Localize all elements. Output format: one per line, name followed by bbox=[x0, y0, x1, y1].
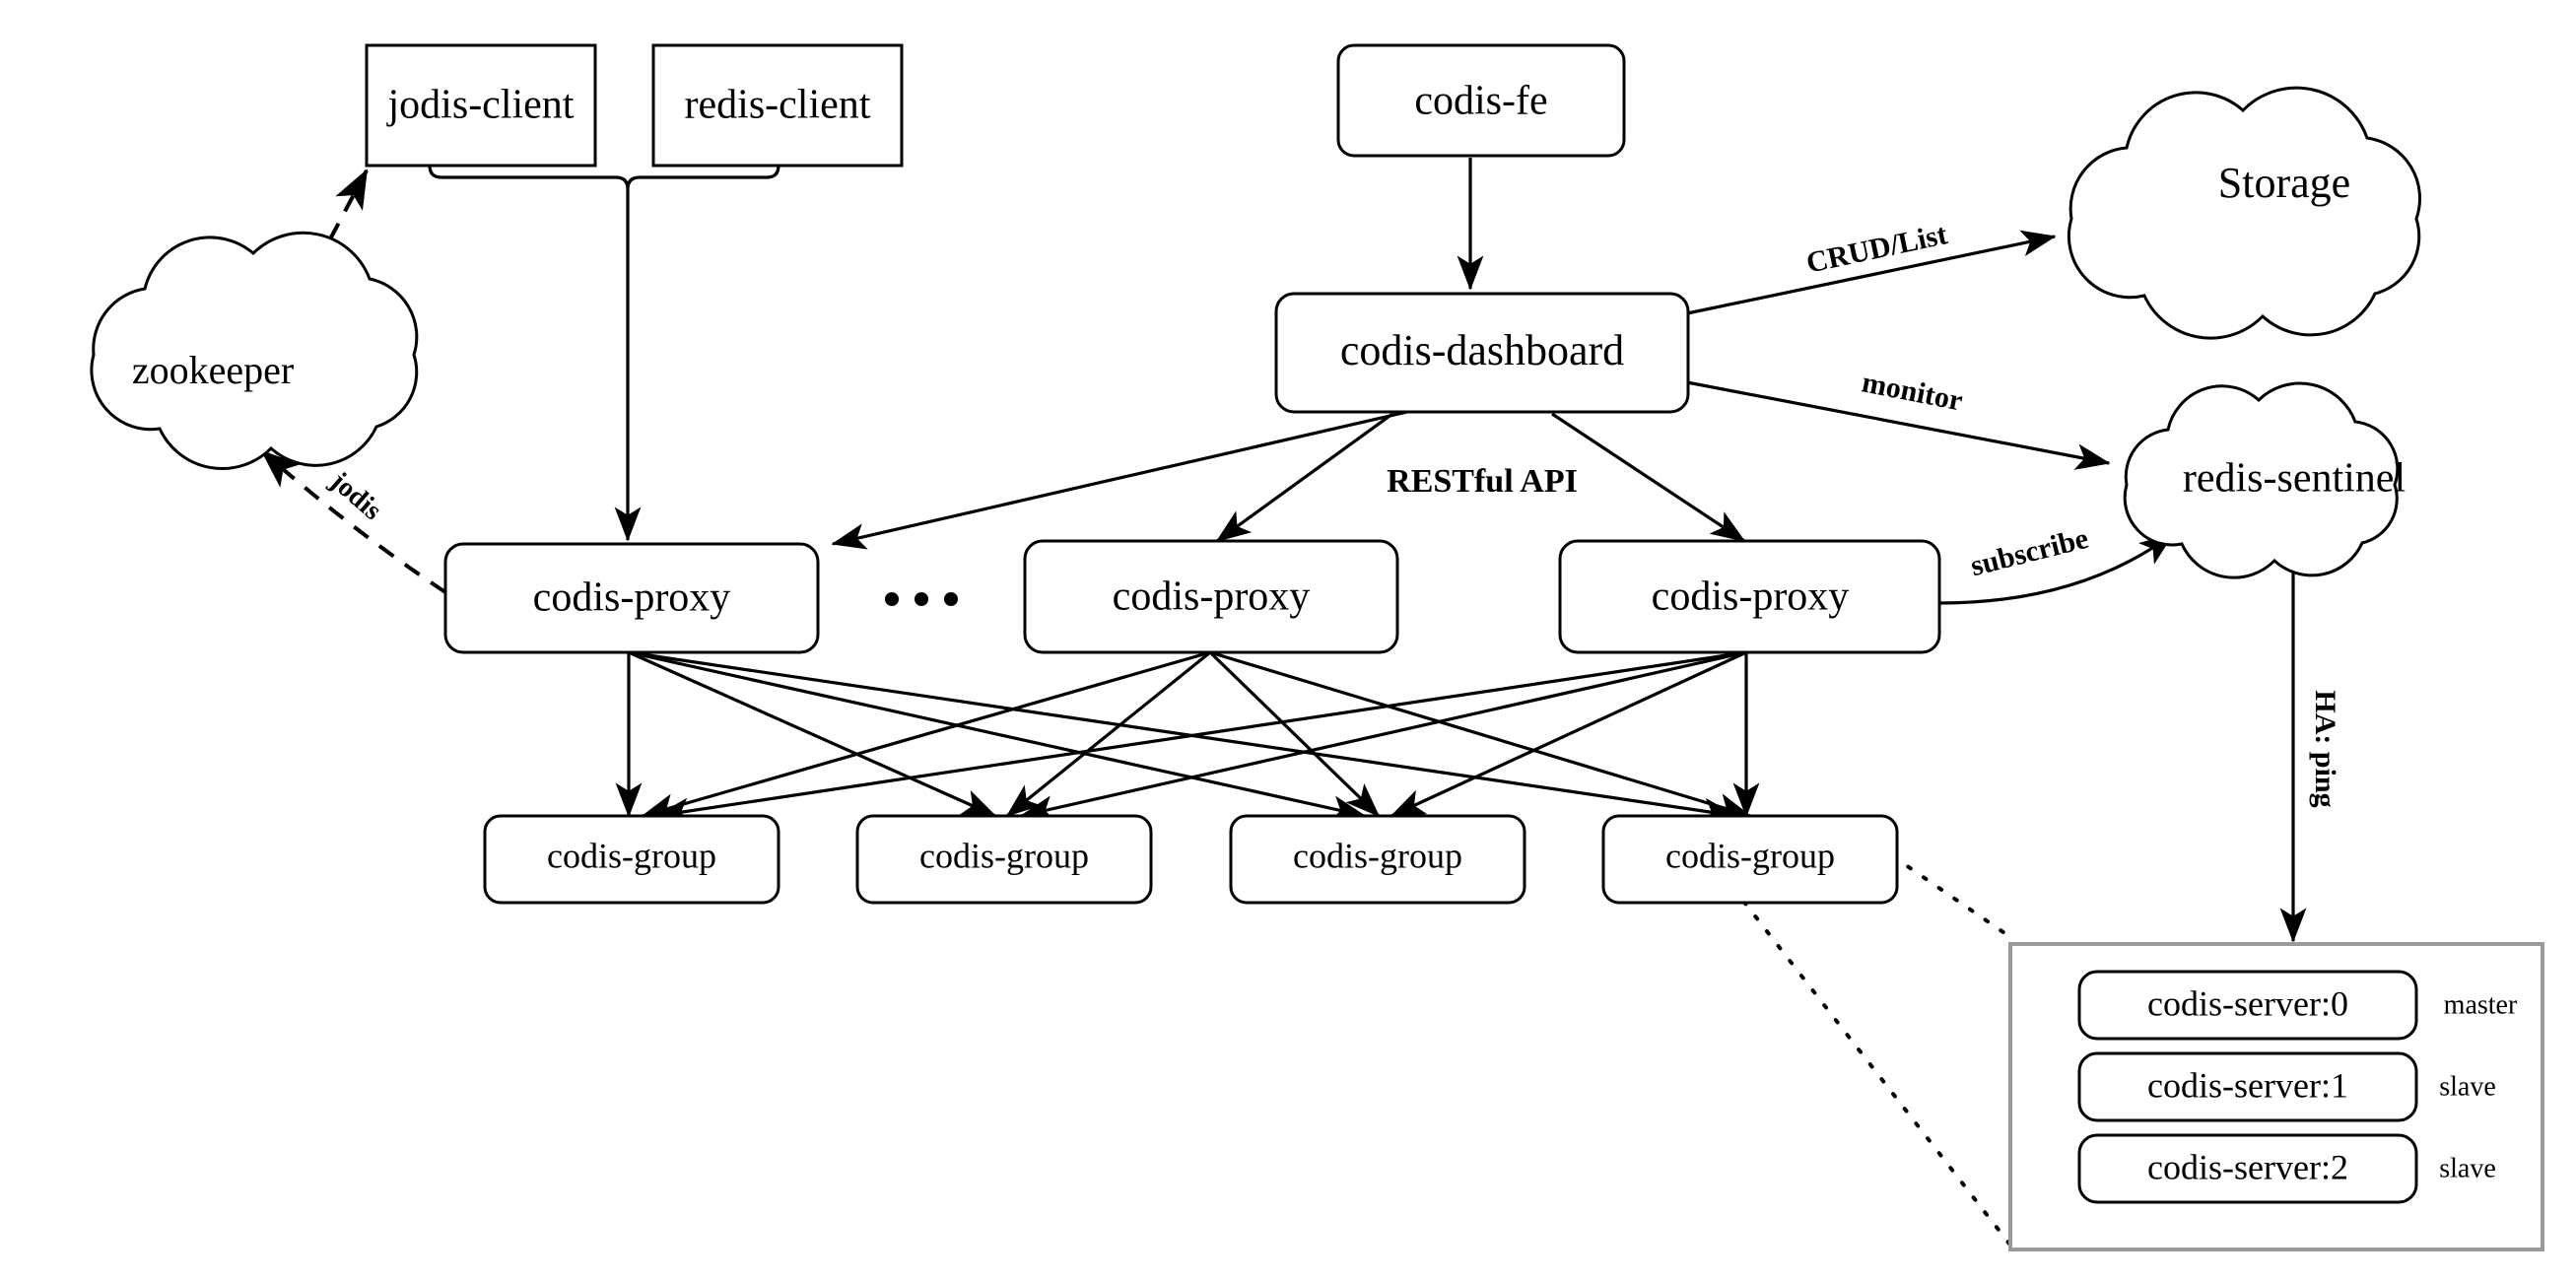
edge-label-crud-list: CRUD/List bbox=[1803, 218, 1950, 279]
redis-sentinel-label: redis-sentinel bbox=[2183, 456, 2406, 502]
edge-label-restful-api: RESTful API bbox=[1387, 463, 1578, 500]
codis-group-2-label: codis-group bbox=[919, 836, 1089, 875]
codis-server-2-role: slave bbox=[2439, 1153, 2496, 1183]
edge-proxy2-group2 bbox=[1005, 650, 1212, 818]
codis-dashboard-label: codis-dashboard bbox=[1340, 326, 1624, 374]
codis-server-1-role: slave bbox=[2439, 1071, 2496, 1102]
node-storage[interactable]: Storage bbox=[2067, 86, 2421, 340]
node-codis-proxy-3[interactable]: codis-proxy bbox=[1558, 539, 1941, 654]
jodis-client-label: jodis-client bbox=[386, 83, 575, 128]
edge-dashboard-proxy2 bbox=[1215, 412, 1393, 543]
codis-server-1-label: codis-server:1 bbox=[2147, 1065, 2348, 1105]
node-codis-fe[interactable]: codis-fe bbox=[1336, 43, 1626, 158]
edge-proxy1-group4 bbox=[628, 650, 1738, 825]
node-codis-dashboard[interactable]: codis-dashboard bbox=[1274, 292, 1690, 414]
edge-dashboard-storage bbox=[1686, 230, 2057, 315]
zookeeper-label: zookeeper bbox=[132, 348, 294, 392]
codis-proxy-3-label: codis-proxy bbox=[1652, 574, 1850, 620]
node-redis-client[interactable]: redis-client bbox=[651, 43, 904, 168]
edge-proxy2-group1 bbox=[641, 650, 1211, 820]
node-zookeeper[interactable]: zookeeper bbox=[90, 231, 419, 471]
server-group-panel: codis-server:0 master codis-server:1 sla… bbox=[2008, 942, 2544, 1251]
codis-fe-label: codis-fe bbox=[1414, 79, 1547, 124]
edge-proxy3-group1 bbox=[654, 650, 1747, 825]
edge-label-ha-ping: HA: ping bbox=[2309, 690, 2341, 807]
codis-server-0-role: master bbox=[2444, 989, 2518, 1020]
node-codis-group-4[interactable]: codis-group bbox=[1601, 814, 1899, 905]
node-codis-group-1[interactable]: codis-group bbox=[483, 814, 780, 905]
edge-proxy1-group3 bbox=[628, 650, 1367, 822]
proxy-ellipsis bbox=[885, 592, 958, 606]
codis-server-2-label: codis-server:2 bbox=[2147, 1147, 2348, 1186]
edge-label-subscribe: subscribe bbox=[1967, 522, 2091, 582]
client-brace bbox=[428, 165, 780, 542]
edge-proxy3-group2 bbox=[1019, 650, 1747, 822]
node-redis-sentinel[interactable]: redis-sentinel bbox=[2123, 381, 2406, 579]
edge-proxy2-group3 bbox=[1208, 650, 1381, 818]
edge-proxy-sentinel-subscribe bbox=[1938, 532, 2175, 605]
edge-group4-panel-bottom bbox=[1730, 885, 2014, 1249]
node-codis-server-0[interactable]: codis-server:0 bbox=[2077, 970, 2418, 1041]
codis-group-4-label: codis-group bbox=[1665, 836, 1835, 875]
edge-label-jodis: jodis bbox=[324, 465, 388, 526]
node-codis-proxy-1[interactable]: codis-proxy bbox=[443, 542, 820, 654]
edge-proxy2-group4 bbox=[1209, 650, 1752, 820]
edge-dashboard-proxy3 bbox=[1551, 412, 1746, 543]
node-codis-group-2[interactable]: codis-group bbox=[855, 814, 1153, 905]
node-jodis-client[interactable]: jodis-client bbox=[365, 43, 597, 168]
codis-group-3-label: codis-group bbox=[1293, 836, 1462, 875]
edge-label-monitor: monitor bbox=[1860, 366, 1966, 417]
node-codis-server-2[interactable]: codis-server:2 bbox=[2077, 1133, 2418, 1204]
edge-dashboard-proxy1 bbox=[831, 410, 1408, 550]
storage-label: Storage bbox=[2218, 159, 2350, 207]
edge-dashboard-sentinel bbox=[1686, 380, 2111, 470]
edge-proxy3-group3 bbox=[1390, 650, 1747, 818]
node-codis-server-1[interactable]: codis-server:1 bbox=[2077, 1051, 2418, 1122]
codis-proxy-2-label: codis-proxy bbox=[1113, 574, 1311, 620]
codis-proxy-1-label: codis-proxy bbox=[533, 575, 731, 621]
node-codis-proxy-2[interactable]: codis-proxy bbox=[1023, 539, 1399, 654]
node-codis-group-3[interactable]: codis-group bbox=[1229, 814, 1526, 905]
codis-group-1-label: codis-group bbox=[547, 836, 716, 875]
redis-client-label: redis-client bbox=[685, 83, 871, 128]
edge-proxy1-group2 bbox=[628, 650, 997, 818]
edge-proxy-zookeeper bbox=[260, 449, 447, 594]
codis-server-0-label: codis-server:0 bbox=[2147, 983, 2348, 1023]
